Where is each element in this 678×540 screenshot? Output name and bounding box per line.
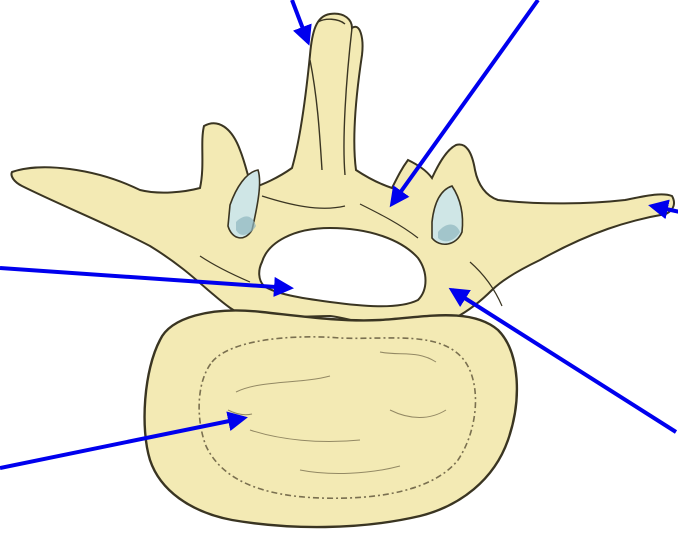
arrow-spinous-process (292, 0, 308, 42)
